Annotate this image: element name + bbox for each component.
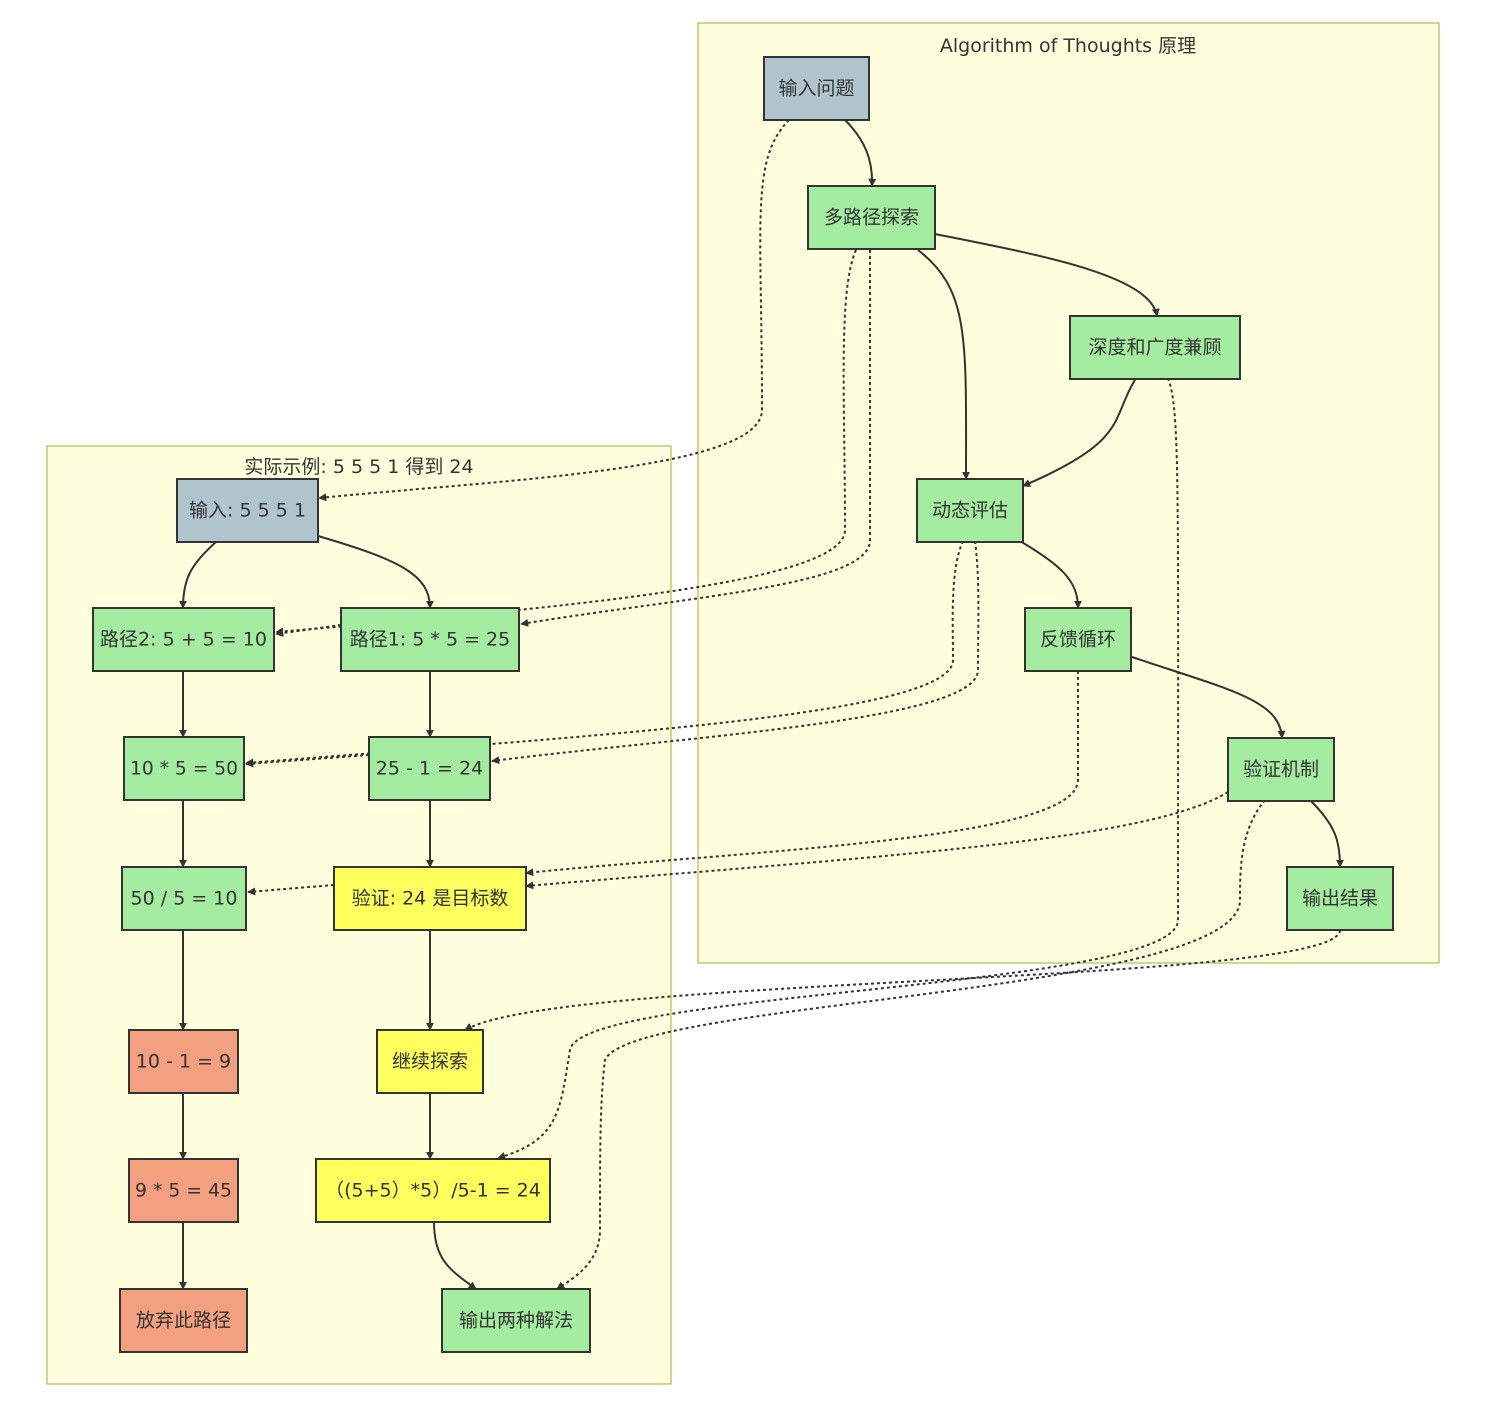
node-step-25m1[interactable]: 25 - 1 = 24 — [368, 736, 491, 801]
edge-verify_mech-output_two — [556, 799, 1266, 1290]
node-input-5551-box — [176, 478, 319, 543]
node-abandon[interactable]: 放弃此路径 — [119, 1288, 248, 1353]
node-multi-path[interactable]: 多路径探索 — [807, 185, 936, 250]
node-step-10x5-label: 10 * 5 = 50 — [130, 758, 238, 780]
edge-output_result-continue_explore — [464, 929, 1341, 1031]
cluster-principle: Algorithm of Thoughts 原理 — [697, 22, 1440, 964]
node-step-10x5[interactable]: 10 * 5 = 50 — [123, 736, 245, 801]
cluster-principle-title: Algorithm of Thoughts 原理 — [940, 35, 1196, 57]
node-verify-mech-label: 验证机制 — [1243, 759, 1319, 781]
node-path2[interactable]: 路径2: 5 + 5 = 10 — [92, 607, 275, 672]
edge-dynamic_eval-feedback_loop — [1019, 540, 1082, 609]
node-step-10m1[interactable]: 10 - 1 = 9 — [128, 1029, 239, 1094]
node-step-9x5-box — [128, 1158, 239, 1223]
node-abandon-box — [119, 1288, 248, 1353]
node-step-50d5-label: 50 / 5 = 10 — [131, 888, 238, 910]
node-output-two-box — [441, 1288, 591, 1353]
node-dynamic-eval-label: 动态评估 — [932, 500, 1008, 522]
node-depth-breadth[interactable]: 深度和广度兼顾 — [1069, 315, 1241, 380]
node-verify-24-box — [333, 866, 527, 931]
node-output-two-label: 输出两种解法 — [459, 1310, 573, 1332]
node-formula[interactable]: （(5+5）*5）/5-1 = 24 — [315, 1158, 551, 1223]
edge-input_5551-path1 — [317, 535, 434, 609]
node-step-10m1-label: 10 - 1 = 9 — [136, 1051, 231, 1073]
node-continue-explore[interactable]: 继续探索 — [376, 1029, 484, 1094]
node-step-10m1-box — [128, 1029, 239, 1094]
node-depth-breadth-label: 深度和广度兼顾 — [1088, 337, 1221, 359]
node-verify-24[interactable]: 验证: 24 是目标数 — [333, 866, 527, 931]
edge-verify_24-step_50d5 — [247, 884, 335, 896]
edge-formula-output_two — [433, 1221, 477, 1290]
cluster-example-title: 实际示例: 5 5 5 1 得到 24 — [244, 456, 473, 478]
edge-feedback_loop-verify_mech — [1131, 656, 1286, 739]
edge-input_5551-path2 — [179, 541, 217, 609]
edge-depth_breadth-formula — [497, 377, 1180, 1160]
node-step-25m1-label: 25 - 1 = 24 — [376, 758, 483, 780]
node-verify-mech[interactable]: 验证机制 — [1227, 737, 1335, 802]
node-multi-path-box — [807, 185, 936, 250]
node-verify-mech-box — [1227, 737, 1335, 802]
edge-depth_breadth-dynamic_eval — [1022, 377, 1137, 487]
edge-path1-path2 — [275, 624, 342, 637]
node-input-question[interactable]: 输入问题 — [763, 56, 870, 121]
edge-feedback_loop-verify_24 — [525, 670, 1079, 877]
edge-input_question-input_5551 — [318, 119, 790, 502]
node-step-9x5-label: 9 * 5 = 45 — [135, 1180, 232, 1202]
node-multi-path-label: 多路径探索 — [824, 207, 919, 229]
node-continue-explore-label: 继续探索 — [392, 1051, 468, 1073]
node-dynamic-eval-box — [916, 478, 1024, 543]
node-step-25m1-box — [368, 736, 491, 801]
edge-verify_mech-verify_24 — [525, 791, 1229, 890]
edges — [179, 119, 1344, 1290]
edge-verify_mech-output_result — [1309, 799, 1344, 868]
node-formula-box — [315, 1158, 551, 1223]
node-verify-24-label: 验证: 24 是目标数 — [352, 888, 509, 910]
node-output-result-box — [1286, 866, 1394, 931]
node-input-question-label: 输入问题 — [778, 78, 854, 100]
node-feedback-loop-box — [1024, 607, 1132, 672]
edge-step_25m1-step_10x5 — [245, 754, 370, 768]
node-formula-label: （(5+5）*5）/5-1 = 24 — [325, 1180, 541, 1202]
edge-multi_path-dynamic_eval — [917, 249, 971, 480]
node-output-result[interactable]: 输出结果 — [1286, 866, 1394, 931]
node-feedback-loop[interactable]: 反馈循环 — [1024, 607, 1132, 672]
node-step-50d5[interactable]: 50 / 5 = 10 — [121, 866, 247, 931]
node-depth-breadth-box — [1069, 315, 1241, 380]
node-step-9x5[interactable]: 9 * 5 = 45 — [128, 1158, 239, 1223]
edge-multi_path-path2 — [275, 249, 857, 636]
node-input-5551[interactable]: 输入: 5 5 5 1 — [176, 478, 319, 543]
edge-multi_path-depth_breadth — [934, 233, 1160, 317]
node-dynamic-eval[interactable]: 动态评估 — [916, 478, 1024, 543]
node-input-5551-label: 输入: 5 5 5 1 — [189, 500, 306, 522]
nodes: 输入问题 多路径探索 深度和广度兼顾 动态评估 反馈循环 验证机制 输出结果 — [92, 56, 1394, 1353]
edge-dynamic_eval-step_25m1 — [491, 540, 980, 765]
node-input-question-box — [763, 56, 870, 121]
edge-input_question-multi_path — [844, 119, 877, 187]
node-abandon-label: 放弃此路径 — [136, 1310, 231, 1332]
node-path1-label: 路径1: 5 * 5 = 25 — [350, 629, 510, 651]
node-output-two[interactable]: 输出两种解法 — [441, 1288, 591, 1353]
node-feedback-loop-label: 反馈循环 — [1040, 629, 1116, 651]
node-continue-explore-box — [376, 1029, 484, 1094]
node-path1[interactable]: 路径1: 5 * 5 = 25 — [340, 607, 520, 672]
node-path2-box — [92, 607, 275, 672]
node-path1-box — [340, 607, 520, 672]
node-output-result-label: 输出结果 — [1302, 888, 1378, 910]
node-step-50d5-box — [121, 866, 247, 931]
node-path2-label: 路径2: 5 + 5 = 10 — [100, 629, 267, 651]
node-step-10x5-box — [123, 736, 245, 801]
edge-multi_path-path1 — [520, 250, 872, 627]
